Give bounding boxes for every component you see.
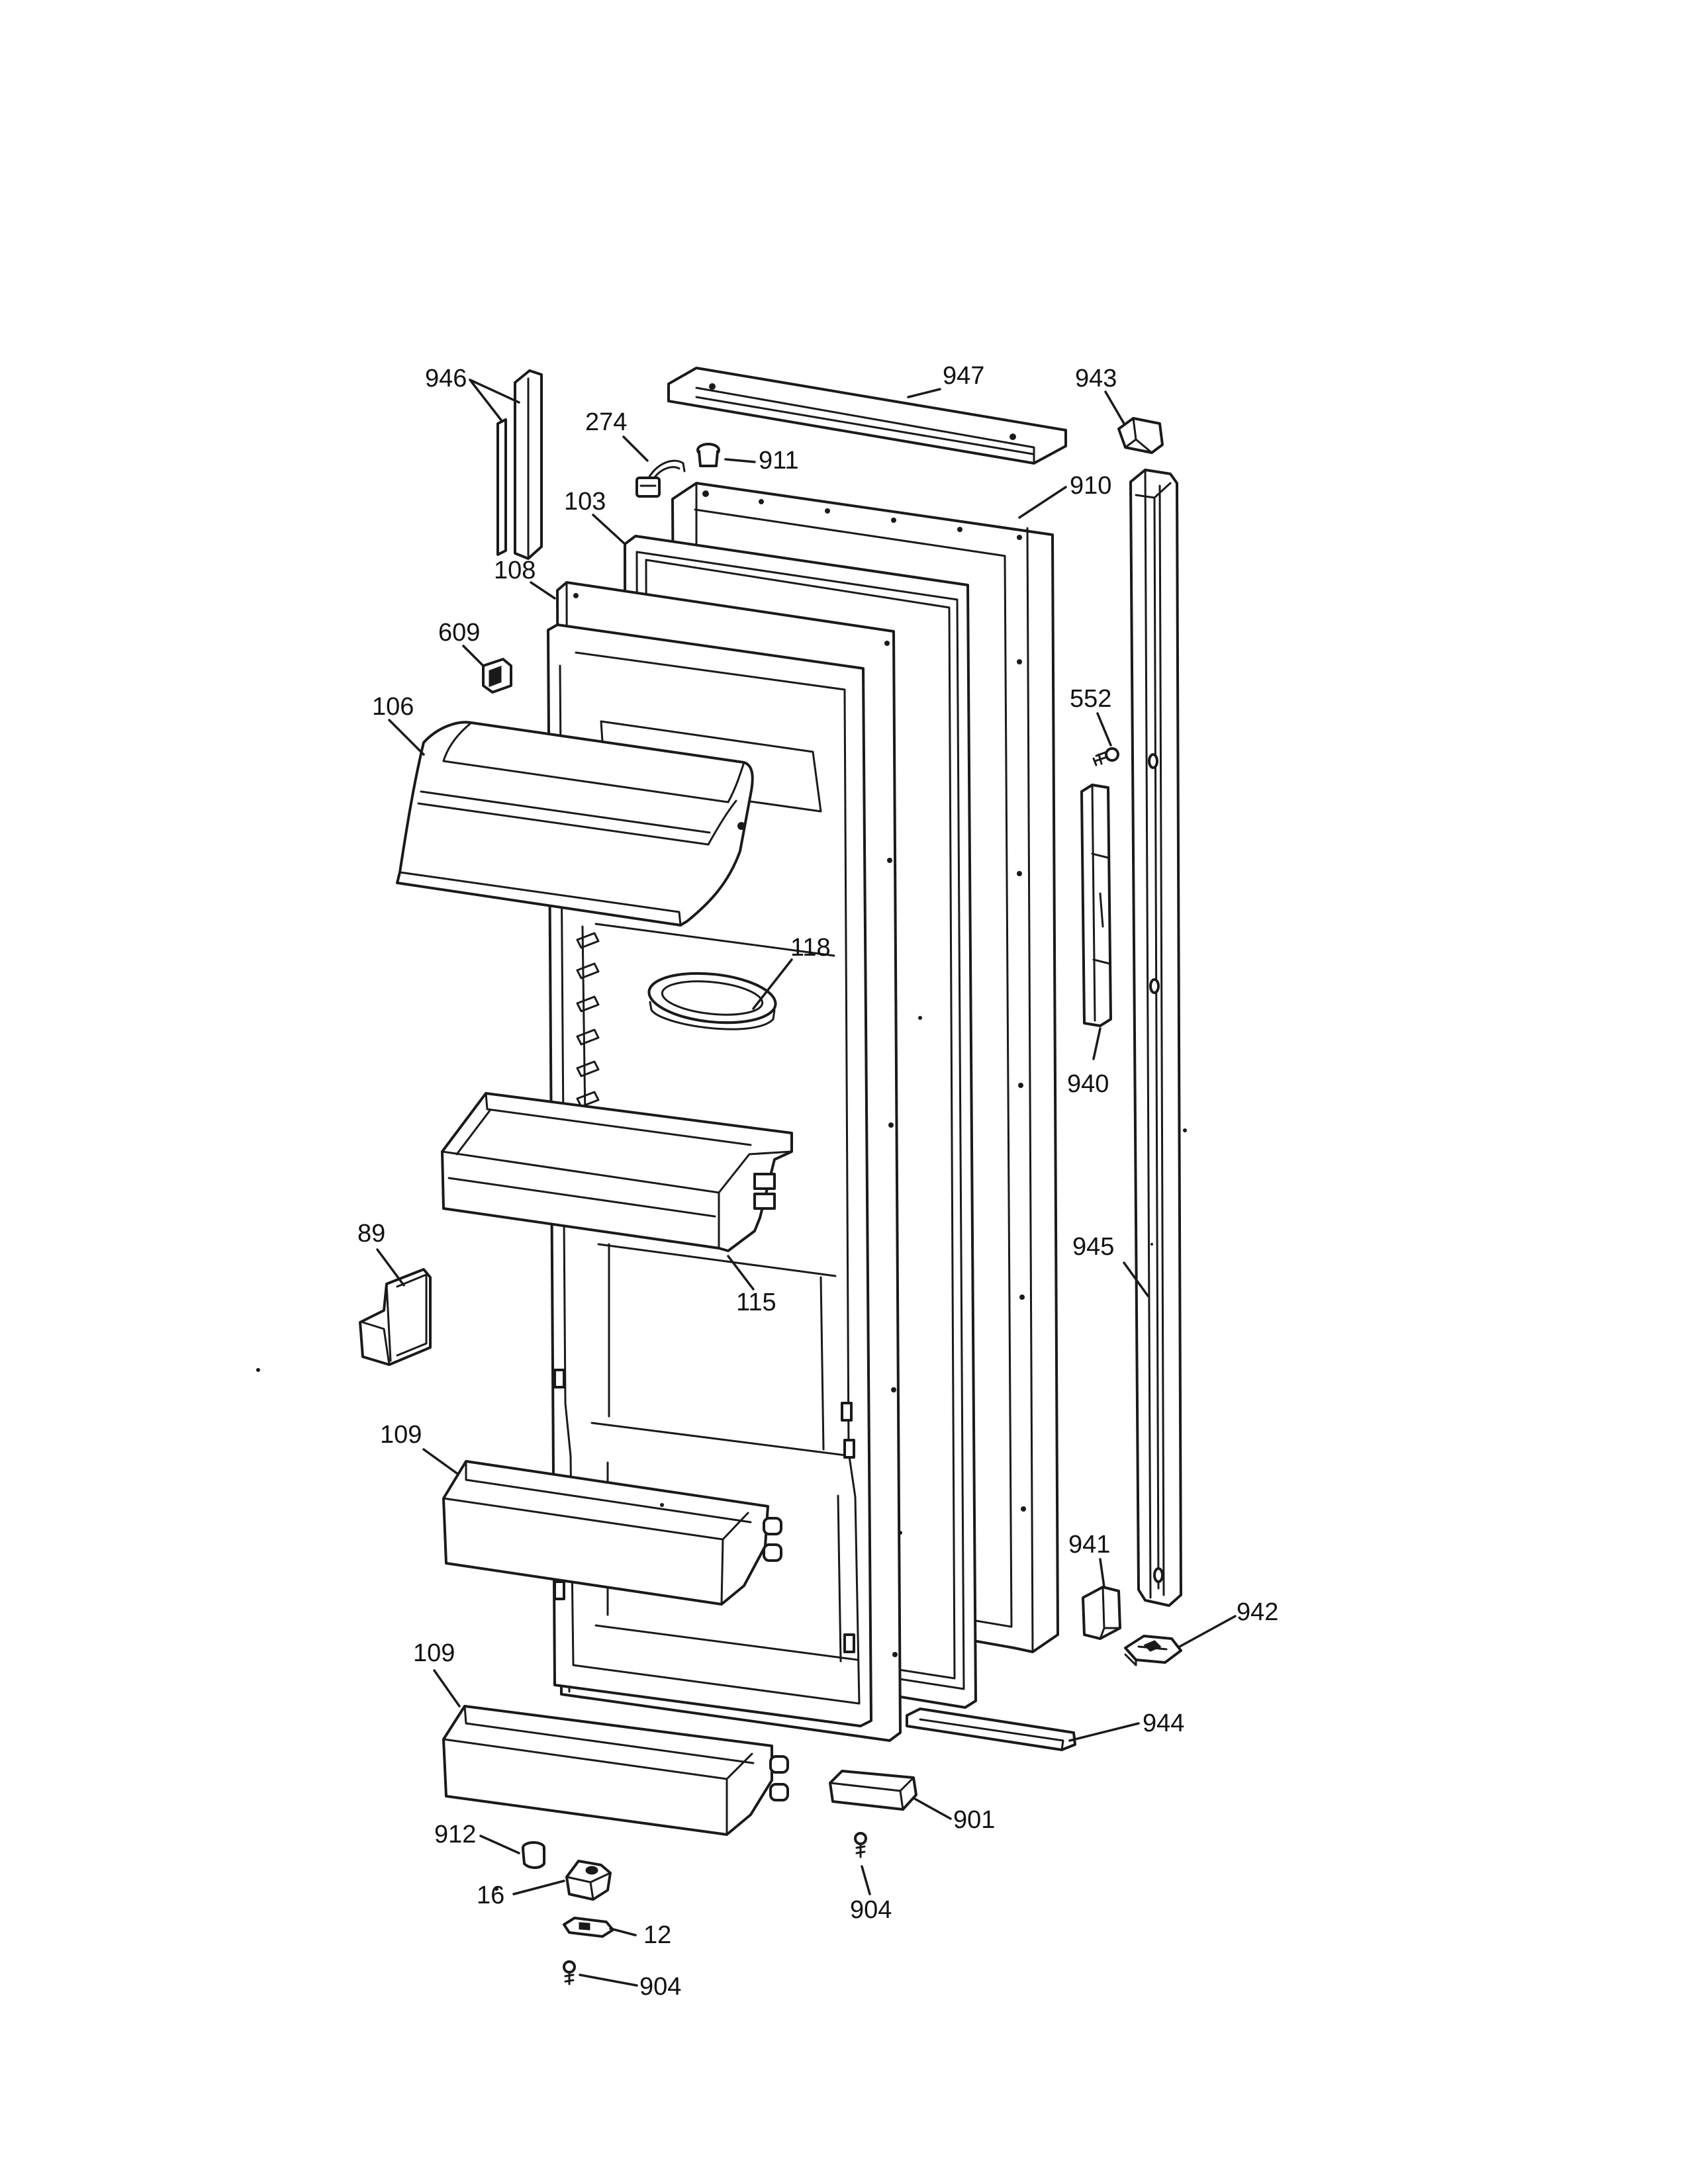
callout-911: 911: [759, 447, 799, 475]
part-89-module: [359, 1268, 432, 1366]
part-109-door-bin-upper: [442, 1460, 782, 1606]
callout-16: 16: [477, 1882, 504, 1909]
callout-945: 945: [1072, 1233, 1114, 1261]
part-943-hinge-bracket: [1117, 417, 1164, 454]
part-941-hinge-cover: [1082, 1586, 1121, 1640]
callout-904-right: 904: [850, 1896, 892, 1924]
part-274-wire-harness: [635, 459, 686, 498]
part-109-door-bin-lower: [442, 1705, 789, 1836]
leader-lines: [376, 379, 1237, 1987]
callout-108: 108: [494, 557, 536, 584]
callout-labels: 946 274 911 947 943 910 103 108 609 106 …: [357, 362, 1278, 2001]
part-940-bracket-plate: [1080, 784, 1112, 1027]
part-947-top-cap: [667, 367, 1067, 465]
callout-943: 943: [1075, 365, 1117, 392]
callout-106: 106: [372, 693, 414, 721]
callout-109-lower: 109: [413, 1639, 455, 1667]
callout-552: 552: [1070, 685, 1111, 713]
callout-109-upper: 109: [380, 1421, 422, 1449]
callout-946: 946: [425, 365, 467, 392]
part-552-screw: [1092, 747, 1119, 766]
part-16-hinge-block: [565, 1860, 612, 1901]
part-12-hinge-plate: [563, 1917, 614, 1938]
scan-specks: [256, 1016, 1187, 1891]
part-912-bushing: [522, 1841, 545, 1869]
callout-944: 944: [1143, 1709, 1184, 1737]
part-911-plug: [696, 443, 720, 467]
part-944-bottom-cap: [906, 1707, 1076, 1751]
part-901-hinge-cover: [829, 1770, 917, 1811]
callout-274: 274: [585, 408, 627, 436]
part-942-hinge-bracket: [1124, 1635, 1182, 1666]
callout-940: 940: [1067, 1070, 1109, 1098]
part-609-switch: [482, 658, 512, 694]
callout-941: 941: [1068, 1531, 1110, 1559]
callout-103: 103: [564, 488, 606, 516]
callout-89: 89: [357, 1220, 385, 1248]
part-946-trim-strips: [496, 369, 543, 560]
part-106-dairy-bin: [396, 721, 754, 927]
part-115-shelf-bin: [441, 1092, 793, 1252]
callout-118: 118: [790, 934, 831, 962]
callout-904-left: 904: [639, 1973, 681, 2001]
callout-115: 115: [736, 1289, 776, 1316]
callout-912: 912: [434, 1821, 476, 1848]
callout-609: 609: [438, 619, 480, 647]
callout-910: 910: [1070, 472, 1111, 500]
callout-901: 901: [953, 1806, 995, 1834]
part-118-oval-tray: [647, 972, 777, 1030]
part-945-door-handle: [1129, 469, 1182, 1607]
callout-947: 947: [943, 362, 984, 390]
callout-12: 12: [643, 1921, 671, 1949]
part-904-screw-right: [854, 1832, 867, 1858]
callout-942: 942: [1237, 1598, 1278, 1626]
part-904-screw-left: [563, 1960, 576, 1985]
